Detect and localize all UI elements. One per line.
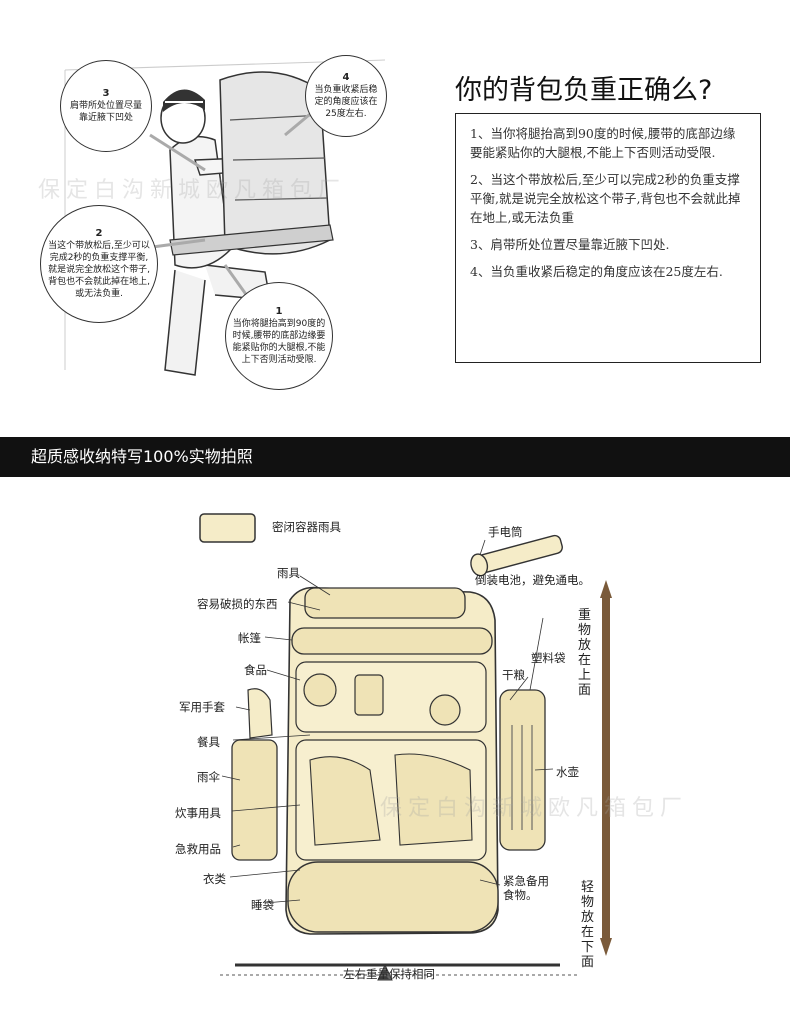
tip-1: 1、当你将腿抬高到90度的时候,腰带的底部边缘要能紧贴你的大腿根,不能上下否则活… — [470, 126, 736, 160]
label-light-bottom: 轻物放在下面 — [580, 880, 594, 970]
callout-text: 当你将腿抬高到90度的时候,腰带的底部边缘要能紧贴你的大腿根,不能上下否则活动受… — [232, 319, 326, 365]
callout-text: 当负重收紧后稳定的角度应该在25度左右. — [314, 85, 378, 119]
backpack-fitting-illustration: 3 肩带所处位置尽量靠近腋下凹处 4 当负重收紧后稳定的角度应该在25度左右. … — [40, 40, 387, 410]
label-balance: 左右重量保持相同 — [343, 967, 435, 981]
callout-number: 4 — [342, 72, 350, 83]
label-raingear: 雨具 — [277, 566, 300, 580]
label-firstaid: 急救用品 — [175, 842, 221, 856]
callout-text: 当这个带放松后,至少可以完成2秒的负重支撑平衡,就是说完全放松这个带子,背包也不… — [48, 241, 150, 299]
leader-lines — [221, 539, 554, 904]
label-heavy-top: 重物放在上面 — [577, 608, 591, 698]
callout-1: 1 当你将腿抬高到90度的时候,腰带的底部边缘要能紧贴你的大腿根,不能上下否则活… — [225, 282, 333, 390]
tip-3: 3、肩带所处位置尽量靠近腋下凹处. — [470, 237, 670, 252]
packing-diagram — [199, 513, 612, 981]
callout-2: 2 当这个带放松后,至少可以完成2秒的负重支撑平衡,就是说完全放松这个带子,背包… — [40, 205, 158, 323]
label-umbrella: 雨伞 — [197, 770, 220, 784]
container-shape — [199, 513, 256, 543]
label-plasticbag: 塑料袋 — [531, 651, 566, 665]
lid — [304, 587, 466, 619]
tip-4: 4、当负重收紧后稳定的角度应该在25度左右. — [470, 264, 723, 279]
flashlight-shape — [470, 534, 563, 577]
label-gloves: 军用手套 — [179, 700, 225, 714]
label-cookware: 炊事用具 — [175, 806, 221, 820]
label-sleepingbag: 睡袋 — [251, 898, 274, 912]
label-fragile: 容易破损的东西 — [197, 597, 278, 611]
page-title: 你的背包负重正确么? — [455, 75, 713, 106]
callout-number: 3 — [102, 88, 110, 99]
callout-number: 1 — [275, 306, 283, 317]
label-clothes: 衣类 — [203, 872, 226, 886]
sleepingbag-shape — [287, 861, 499, 933]
callout-text: 肩带所处位置尽量靠近腋下凹处 — [69, 101, 142, 123]
callout-number: 2 — [95, 228, 103, 239]
label-container: 密闭容器雨具 — [272, 520, 341, 534]
tent-shape — [291, 627, 493, 655]
label-food: 食品 — [244, 663, 267, 677]
weight-pole — [602, 598, 610, 938]
label-tent: 帐篷 — [238, 631, 261, 645]
label-emergency-food: 紧急备用食物。 — [503, 874, 549, 902]
section-banner: 超质感收纳特写100%实物拍照 — [0, 437, 790, 477]
label-drygoods: 干粮 — [502, 668, 525, 682]
tips-box: 1、当你将腿抬高到90度的时候,腰带的底部边缘要能紧贴你的大腿根,不能上下否则活… — [455, 113, 761, 363]
gloves-shape — [247, 688, 273, 739]
callout-4: 4 当负重收紧后稳定的角度应该在25度左右. — [305, 55, 387, 137]
label-kettle: 水壶 — [556, 765, 579, 779]
callout-3: 3 肩带所处位置尽量靠近腋下凹处 — [60, 60, 152, 152]
label-flashlight: 手电筒 — [488, 525, 523, 539]
left-pocket — [231, 739, 278, 861]
label-battery-note: 倒装电池，避免通电。 — [475, 573, 590, 587]
tip-2: 2、当这个带放松后,至少可以完成2秒的负重支撑平衡,就是说完全放松这个带子,背包… — [470, 172, 741, 225]
hiker-drawing — [64, 59, 386, 376]
label-tableware: 餐具 — [197, 735, 220, 749]
